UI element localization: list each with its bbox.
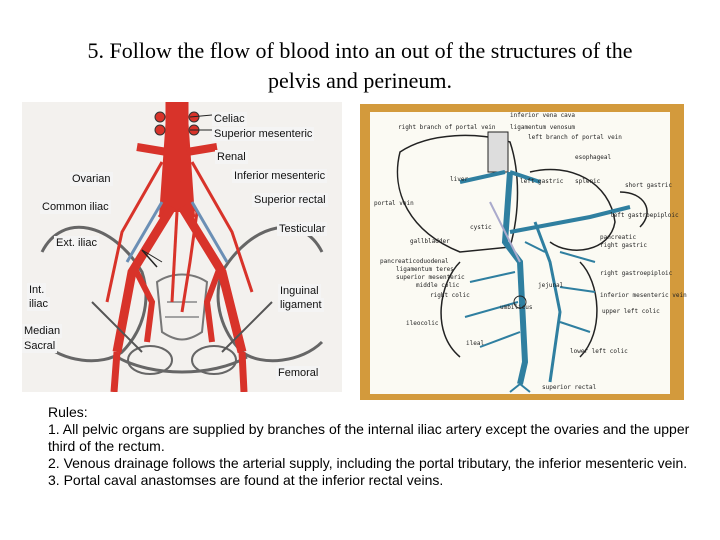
label-inferior-mesenteric: Inferior mesenteric (232, 169, 328, 183)
plabel-ileocolic: ileocolic (406, 320, 439, 327)
label-celiac: Celiac (212, 112, 247, 126)
celiac-trunk (154, 111, 166, 123)
ligamentum-teres (489, 201, 521, 263)
label-femoral: Femoral (276, 366, 321, 380)
umbilicus-marker (513, 295, 527, 309)
plabel-jejunal: jejunal (538, 282, 564, 289)
plabel-right-colic: right colic (430, 292, 470, 299)
colon-outline (440, 261, 598, 358)
rule-1: 1. All pelvic organs are supplied by bra… (48, 421, 690, 454)
rectal-veins (509, 383, 531, 393)
plabel-left-gastric: left gastric (520, 178, 564, 185)
plabel-short-gastric: short gastric (625, 182, 672, 189)
label-common-iliac: Common iliac (40, 200, 111, 214)
label-inguinal-line1: Inguinal (278, 284, 321, 298)
rules-text: Rules: 1. All pelvic organs are supplied… (48, 404, 698, 489)
plabel-right-branch: right branch of portal vein (398, 124, 496, 131)
label-int-iliac-line1: Int. (27, 283, 47, 297)
label-ovarian: Ovarian (70, 172, 113, 186)
label-superior-mesenteric: Superior mesenteric (212, 127, 315, 141)
portal-system-drawing (396, 131, 648, 393)
plabel-right-gastric: right gastric (600, 242, 647, 249)
plabel-esophageal: esophageal (575, 154, 612, 161)
portal-branches (459, 170, 541, 184)
label-median-sacral-line2: Sacral (22, 339, 58, 353)
label-superior-rectal: Superior rectal (252, 193, 328, 207)
left-common-iliac-vein (125, 201, 164, 263)
liver-outline (396, 134, 519, 253)
celiac-pointer (189, 114, 213, 118)
left-hip-bone-outline (40, 225, 148, 363)
right-mesenteric-tributaries (464, 271, 521, 348)
plabel-liver: liver (450, 176, 469, 183)
left-tributaries (524, 241, 596, 333)
left-internal-iliac (131, 265, 156, 343)
pelvic-arteries-diagram: Celiac Superior mesenteric Renal Ovarian… (22, 102, 342, 392)
pubic-arch-outline (116, 355, 248, 374)
title-line-2: pelvis and perineum. (268, 68, 452, 93)
inferior-mesenteric-vein (533, 221, 562, 383)
plabel-umbilicus: umbilicus (500, 304, 533, 311)
label-inguinal-line2: ligament (278, 298, 324, 312)
aorta (167, 102, 187, 212)
plabel-left-gastroepiploic: left gastroepiploic (610, 212, 679, 219)
ext-iliac-pointer-2 (141, 249, 158, 268)
rules-heading: Rules: (48, 404, 88, 420)
left-obturator-outline (127, 345, 173, 375)
plabel-lower-left-colic: lower left colic (570, 348, 628, 355)
stomach-outline (529, 168, 616, 251)
left-common-external-iliac (112, 204, 176, 353)
ext-iliac-pointer (141, 249, 163, 263)
plabel-upper-left-colic: upper left colic (602, 308, 660, 315)
label-testicular: Testicular (277, 222, 328, 236)
portal-diagram-canvas: inferior vena cava right branch of porta… (370, 112, 687, 394)
superior-mesenteric-origin (154, 124, 166, 136)
plabel-middle-colic: middle colic (416, 282, 460, 289)
right-internal-iliac (203, 265, 223, 343)
label-int-iliac-line2: iliac (27, 297, 50, 311)
ivc-segment (487, 131, 509, 173)
median-sacral-artery (170, 211, 179, 303)
plabel-left-branch: left branch of portal vein (528, 134, 622, 141)
label-renal: Renal (215, 150, 248, 164)
renal-arteries (136, 143, 218, 156)
slide-title: 5. Follow the flow of blood into an out … (40, 36, 680, 96)
inguinal-ligaments (91, 301, 273, 353)
label-median-sacral-line1: Median (22, 324, 63, 338)
label-ext-iliac: Ext. iliac (54, 236, 99, 250)
plabel-superior-mesenteric: superior mesenteric (396, 274, 465, 281)
plabel-pancreatic: pancreatic (600, 234, 637, 241)
right-gonadal-artery (190, 161, 254, 293)
portal-and-superior-mesenteric-vein (501, 171, 529, 385)
plabel-inferior-mesenteric-vein: inferior mesenteric vein (600, 292, 687, 299)
plabel-superior-rectal: superior rectal (542, 384, 597, 391)
plabel-ivc: inferior vena cava (510, 112, 576, 119)
right-common-iliac-vein (190, 201, 229, 263)
title-line-1: 5. Follow the flow of blood into an out … (87, 38, 633, 63)
right-obturator-outline (191, 345, 237, 375)
inferior-mesenteric-artery (178, 181, 199, 313)
splenic-vein (509, 205, 631, 234)
rule-2: 2. Venous drainage follows the arterial … (48, 455, 688, 471)
plabel-portal-vein: portal vein (374, 200, 414, 207)
plabel-splenic: splenic (575, 178, 601, 185)
plabel-right-gastroepiploic: right gastroepiploic (600, 270, 673, 277)
spleen-outline (619, 191, 648, 228)
plabel-ligamentum-venosum: ligamentum venosum (510, 124, 576, 131)
plabel-ileal: ileal (466, 340, 485, 347)
plabel-ligamentum-teres: ligamentum teres (396, 266, 454, 273)
rule-3: 3. Portal caval anastomses are found at … (48, 472, 444, 488)
left-gonadal-artery (105, 161, 164, 303)
plabel-pancreaticoduodenal: pancreaticoduodenal (380, 258, 449, 265)
pelvic-arteries-drawing (40, 102, 324, 392)
plabel-cystic: cystic (470, 224, 492, 231)
plabel-gallbladder: gallbladder (410, 238, 450, 245)
portal-system-diagram: inferior vena cava right branch of porta… (360, 104, 687, 400)
femoral-arteries (110, 351, 248, 392)
